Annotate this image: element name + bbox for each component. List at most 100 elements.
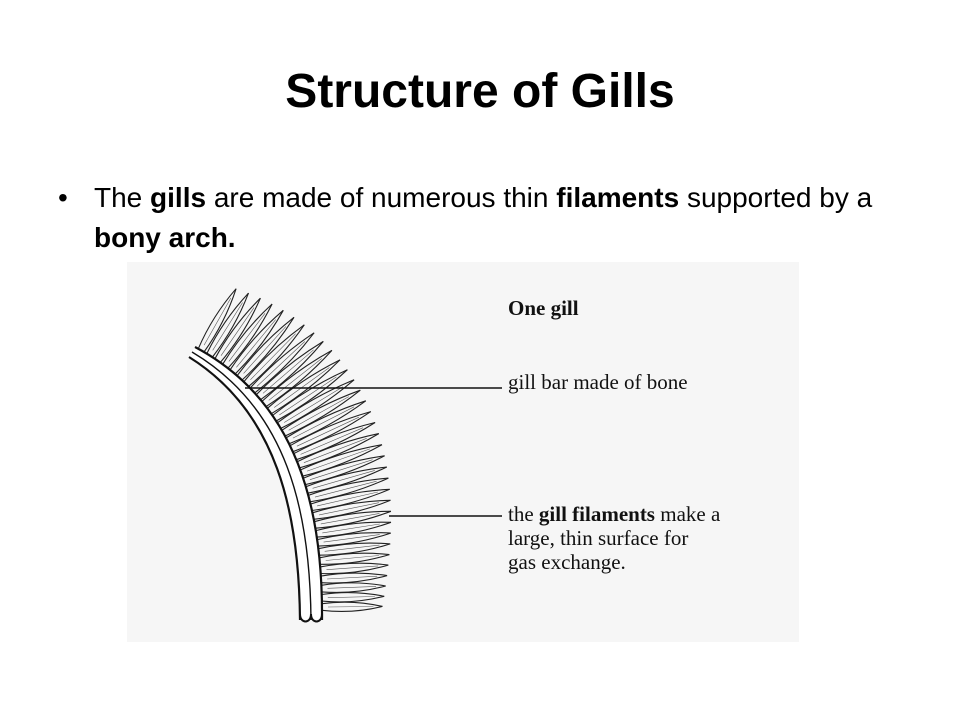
gill-filament-edge (219, 297, 261, 363)
gill-filament-midrib (320, 513, 380, 525)
gill-filament-edge (319, 543, 391, 556)
gill-filament-edge (307, 466, 388, 494)
gill-diagram: One gill gill bar made of bone the gill … (127, 262, 799, 642)
gill-filament-edge (318, 532, 391, 547)
gill-filament-midrib (300, 427, 364, 455)
gill-filament-edge (197, 288, 237, 349)
slide-title: Structure of Gills (285, 65, 675, 118)
gill-filament-edge (310, 488, 390, 505)
gill-filament-edge (317, 532, 391, 541)
gill-filament-midrib (262, 349, 314, 394)
gill-filament-edge (248, 324, 305, 387)
gill-filament-midrib (243, 326, 287, 374)
gill-filament-edge (229, 309, 284, 371)
gill-filament-edge (236, 316, 295, 377)
gill-filament-edge (284, 389, 361, 437)
gill-filament-midrib (314, 480, 377, 498)
gill-filament-midrib (203, 297, 232, 346)
gill-filament-midrib (268, 358, 322, 401)
gill-filament-edge (315, 510, 392, 529)
gill-filament-edge (222, 303, 273, 365)
gill-filament-edge (285, 400, 366, 439)
diagram-heading: One gill (508, 296, 579, 320)
gill-filament-edge (292, 411, 372, 453)
gill-filament-edge (281, 389, 361, 431)
gill-filament-midrib (327, 586, 377, 589)
gill-filament-edge (241, 317, 295, 381)
gill-filament-edge (320, 572, 388, 577)
gill-bar-end (299, 613, 323, 623)
gill-filament-edge (255, 340, 324, 396)
gill-filament-edge (308, 477, 389, 496)
gill-bar-outer (188, 356, 302, 621)
gill-filament-midrib (309, 459, 373, 480)
gill-filament-midrib (325, 555, 379, 561)
gill-filament-edge (271, 359, 341, 415)
gill-filament-edge (309, 477, 389, 503)
gill-filament-edge (321, 595, 385, 603)
label-prefix: the (508, 502, 539, 526)
gill-filament-edge (319, 552, 390, 559)
gill-filament-edge (321, 582, 386, 587)
gill-filament-edge (319, 554, 390, 565)
bullet-segment: are made of numerous thin (206, 182, 557, 213)
gill-filament-midrib (228, 313, 266, 362)
gill-filament-edge (321, 585, 386, 594)
gill-filament-edge (305, 455, 385, 486)
gill-filament-edge (321, 605, 383, 612)
gill-filament-edge (300, 444, 383, 471)
gill-filament-edge (211, 292, 250, 358)
gill-filament-edge (320, 564, 389, 575)
gill-filament-edge (206, 292, 249, 354)
gill-filament-midrib (284, 386, 344, 423)
label-gill-bar: gill bar made of bone (508, 370, 688, 394)
bullet-text: The gills are made of numerous thin fila… (94, 178, 894, 258)
gill-filament-edge (315, 521, 392, 532)
gill-filament-edge (302, 444, 383, 477)
gill-filament-edge (280, 379, 355, 429)
gill-filament-midrib (292, 406, 355, 439)
label-filaments-line3: gas exchange. (508, 550, 626, 574)
gill-filament-edge (214, 297, 261, 360)
gill-filament-edge (277, 379, 355, 424)
gill-bar-fill (189, 347, 323, 620)
gill-filament-midrib (327, 596, 375, 598)
label-gill-filaments: the gill filaments make a large, thin su… (508, 502, 720, 574)
gill-filament-edge (302, 455, 385, 479)
gill-filament-edge (267, 359, 341, 409)
gill-filament-midrib (236, 319, 276, 368)
gill-filament-edge (249, 332, 315, 389)
bullet-segment: supported by a (679, 182, 873, 213)
gill-filament-midrib (212, 302, 243, 351)
gill-filament-edge (227, 303, 273, 369)
gill-bar-center (191, 351, 312, 621)
gill-filaments (197, 288, 392, 612)
gill-filament-edge (234, 310, 284, 375)
gill-filament-edge (299, 433, 380, 469)
gill-filament-edge (311, 488, 390, 512)
gill-filament-edge (321, 592, 385, 597)
gill-filament-midrib (256, 341, 306, 387)
gill-filament-midrib (327, 606, 374, 608)
gill-filament-edge (314, 510, 391, 523)
gill-filament-midrib (288, 396, 349, 431)
gill-filament-edge (320, 562, 389, 568)
gill-filament-edge (318, 542, 391, 550)
gill-filament-edge (316, 521, 392, 538)
bullet-segment-bold: filaments (556, 182, 680, 213)
label-suffix: make a (654, 502, 721, 526)
gill-filament-edge (260, 341, 324, 401)
label-emphasis: gill filaments (538, 502, 655, 526)
gill-filament-midrib (323, 534, 380, 543)
gill-filament-edge (272, 369, 348, 416)
gill-filament-midrib (324, 544, 380, 552)
gill-filament-edge (321, 575, 388, 584)
gill-filament-edge (312, 499, 391, 514)
gill-filament-edge (296, 433, 379, 463)
gill-filament-midrib (327, 575, 378, 580)
gill-filament-edge (293, 421, 376, 455)
gill-filament-midrib (279, 376, 337, 416)
gill-filament-midrib (250, 333, 296, 381)
gill-filament-edge (313, 499, 391, 520)
gill-filament-edge (321, 601, 383, 607)
